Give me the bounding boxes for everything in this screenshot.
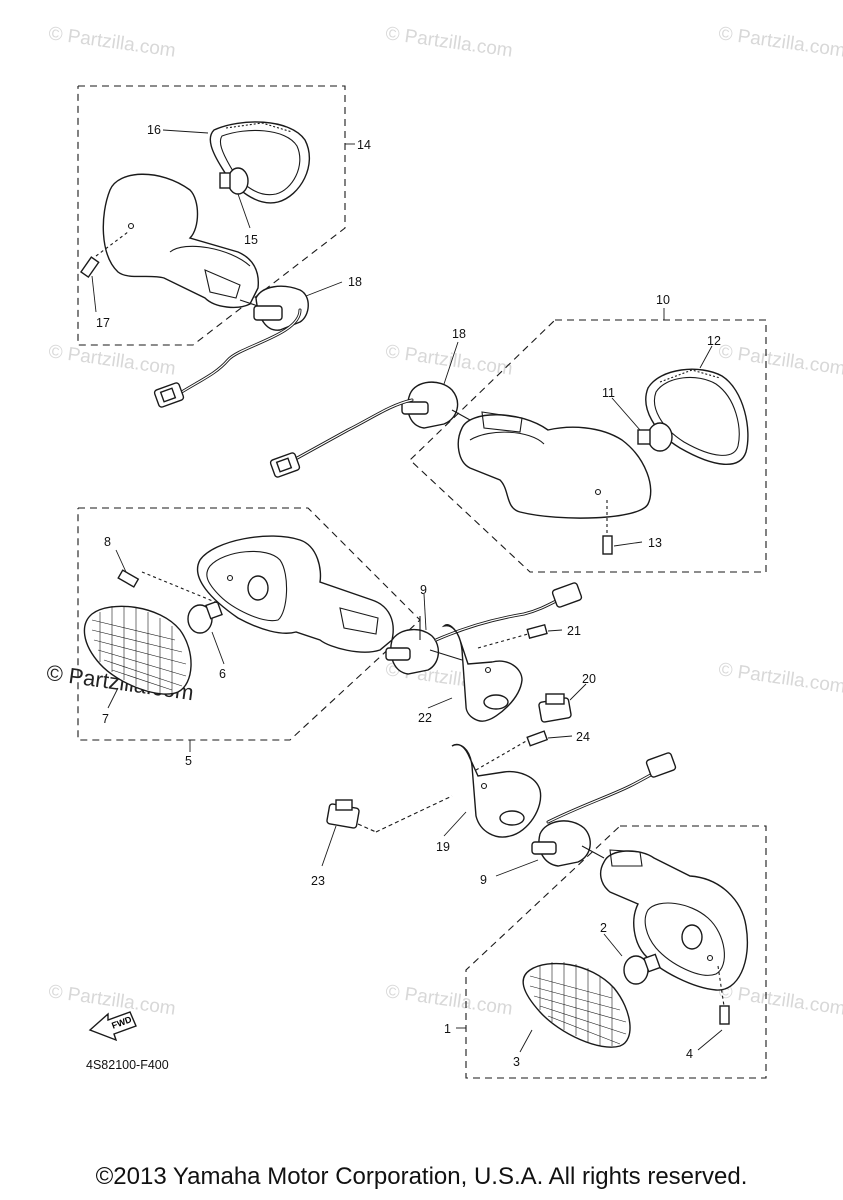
signal-housing-1[interactable] xyxy=(599,849,748,991)
callout-22: 22 xyxy=(418,711,432,725)
screw-17[interactable] xyxy=(80,231,129,279)
connector-top[interactable] xyxy=(153,382,185,408)
callout-2: 2 xyxy=(600,921,607,935)
callout-17: 17 xyxy=(96,316,110,330)
clamp-20[interactable] xyxy=(538,693,572,723)
callout-3: 3 xyxy=(513,1055,520,1069)
bracket-22[interactable] xyxy=(441,624,523,722)
callout-9-lower: 9 xyxy=(480,873,487,887)
copyright-notice: ©2013 Yamaha Motor Corporation, U.S.A. A… xyxy=(95,1163,748,1190)
callout-19: 19 xyxy=(436,840,450,854)
bulb-15[interactable] xyxy=(219,167,249,195)
grommet-18-top[interactable] xyxy=(239,285,309,331)
grommet-9-upper[interactable] xyxy=(385,616,439,675)
bulb-6[interactable] xyxy=(187,600,223,634)
callout-21: 21 xyxy=(567,624,581,638)
bulb-2[interactable] xyxy=(623,953,661,985)
connector-upper-right[interactable] xyxy=(551,582,583,608)
bulb-11[interactable] xyxy=(637,422,673,452)
screw-13[interactable] xyxy=(602,500,613,555)
assembly-14-boundary xyxy=(77,85,346,346)
callout-24: 24 xyxy=(576,730,590,744)
callout-18-middle: 18 xyxy=(452,327,466,341)
callout-9-upper: 9 xyxy=(420,583,427,597)
lens-7[interactable] xyxy=(83,605,192,695)
callout-11: 11 xyxy=(602,386,615,400)
screw-8[interactable] xyxy=(117,569,221,605)
callout-4: 4 xyxy=(686,1047,693,1061)
lens-3[interactable] xyxy=(522,962,631,1048)
callout-23: 23 xyxy=(311,874,325,888)
signal-housing-14[interactable] xyxy=(102,173,259,309)
callout-8: 8 xyxy=(104,535,111,549)
clamp-23[interactable] xyxy=(326,799,360,829)
screw-24[interactable] xyxy=(475,730,549,771)
callout-13: 13 xyxy=(648,536,662,550)
forward-arrow-icon: FWD xyxy=(88,1011,137,1042)
callout-5: 5 xyxy=(185,754,192,768)
grommet-9-lower[interactable] xyxy=(531,820,591,867)
callout-16: 16 xyxy=(147,123,161,137)
callout-6: 6 xyxy=(219,667,226,681)
callout-12: 12 xyxy=(707,334,721,348)
callout-14: 14 xyxy=(357,138,371,152)
callout-1: 1 xyxy=(444,1022,451,1036)
callout-7: 7 xyxy=(102,712,109,726)
assembly-10-boundary xyxy=(409,319,767,573)
screw-4[interactable] xyxy=(717,965,730,1025)
lens-16[interactable] xyxy=(209,121,310,204)
signal-housing-5[interactable] xyxy=(196,535,394,653)
diagram-code: 4S82100-F400 xyxy=(86,1058,169,1072)
connector-middle[interactable] xyxy=(269,452,301,478)
callout-15: 15 xyxy=(244,233,258,247)
callout-10: 10 xyxy=(656,293,670,307)
callout-20: 20 xyxy=(582,672,596,686)
screw-21[interactable] xyxy=(477,623,548,649)
callout-18-top: 18 xyxy=(348,275,362,289)
connector-lower-right[interactable] xyxy=(645,752,677,778)
assembly-1-boundary xyxy=(465,825,767,1079)
bracket-19[interactable] xyxy=(451,743,542,838)
signal-housing-10[interactable] xyxy=(457,411,652,519)
grommet-18-middle[interactable] xyxy=(401,381,471,429)
